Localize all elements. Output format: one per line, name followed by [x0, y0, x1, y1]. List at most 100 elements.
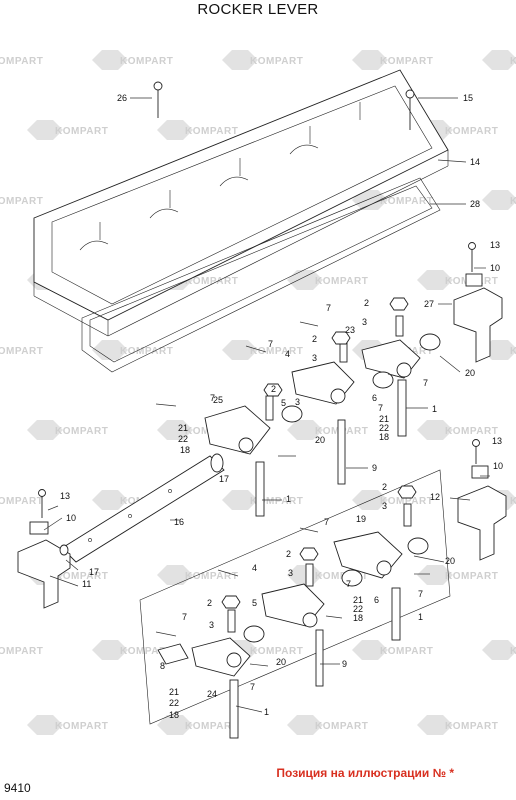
- watermark-logo: KOMPART: [417, 565, 498, 585]
- callout-22-d: 22: [169, 698, 179, 708]
- callout-24: 24: [207, 689, 217, 699]
- callout-2-e: 2: [286, 549, 291, 559]
- callout-3-c: 3: [295, 397, 300, 407]
- callout-8: 8: [160, 661, 165, 671]
- callout-18-b: 18: [180, 445, 190, 455]
- svg-text:KOMPART: KOMPART: [445, 426, 498, 437]
- watermark-logo: KOMPART: [352, 490, 433, 510]
- leader-lines: [43, 97, 490, 713]
- svg-text:KOMPART: KOMPART: [315, 571, 368, 582]
- callout-21-c: 21: [353, 595, 363, 605]
- callout-4-upper: 4: [285, 349, 290, 359]
- callout-9-lower: 9: [342, 659, 347, 669]
- callout-21-d: 21: [169, 687, 179, 697]
- watermark-logo: KOMPART: [27, 120, 108, 140]
- callout-13-upper: 13: [490, 240, 500, 250]
- callout-labels: 26 15 14 28 13 10 27 2 3 7 23 2 7 4 3 20…: [60, 93, 503, 720]
- callout-21-b: 21: [178, 423, 188, 433]
- watermark-logo: KOMPART: [287, 270, 368, 290]
- watermark-logo: KOMPART: [0, 646, 43, 657]
- watermark-logo: KOMPART: [482, 190, 516, 210]
- callout-6-a: 6: [372, 393, 377, 403]
- callout-1-d: 1: [264, 707, 269, 717]
- svg-text:KOMPART: KOMPART: [510, 496, 516, 507]
- watermark-logo: KOMPART: [287, 565, 368, 585]
- svg-text:KOMPART: KOMPART: [250, 56, 303, 67]
- watermark-logo: KOMPART: [222, 340, 303, 360]
- watermark-logo: KOMPART: [352, 640, 433, 660]
- svg-text:KOMPART: KOMPART: [445, 571, 498, 582]
- watermark-logo: KOMPART: [417, 420, 498, 440]
- callout-1-c: 1: [418, 612, 423, 622]
- callout-7-g: 7: [346, 579, 351, 589]
- svg-text:KOMPART: KOMPART: [55, 721, 108, 732]
- callout-17-left: 17: [89, 567, 99, 577]
- callout-7-e: 7: [378, 403, 383, 413]
- callout-3-b: 3: [312, 353, 317, 363]
- callout-4-lower: 4: [252, 563, 257, 573]
- illustration-note: Позиция на иллюстрации № *: [276, 766, 454, 780]
- watermark-logo: KOMPART: [482, 640, 516, 660]
- watermark-logo: KOMPART: [417, 270, 498, 290]
- svg-text:KOMPART: KOMPART: [185, 126, 238, 137]
- callout-7-a: 7: [326, 303, 331, 313]
- callout-20-c: 20: [445, 556, 455, 566]
- callout-7-d: 7: [210, 393, 215, 403]
- svg-text:KOMPART: KOMPART: [510, 346, 516, 357]
- svg-text:KOMPART: KOMPART: [120, 346, 173, 357]
- svg-text:KOMPART: KOMPART: [185, 721, 238, 732]
- svg-text:KOMPART: KOMPART: [120, 646, 173, 657]
- svg-text:KOMPART: KOMPART: [380, 196, 433, 207]
- svg-text:KOMPART: KOMPART: [120, 56, 173, 67]
- callout-20-b: 20: [315, 435, 325, 445]
- svg-text:KOMPART: KOMPART: [55, 571, 108, 582]
- callout-21-a: 21: [379, 414, 389, 424]
- watermark-logo: KOMPART: [417, 715, 498, 735]
- svg-text:KOMPART: KOMPART: [380, 56, 433, 67]
- callout-5: 5: [281, 398, 286, 408]
- svg-text:KOMPART: KOMPART: [250, 346, 303, 357]
- watermark-logo: KOMPART: [352, 50, 433, 70]
- watermark-logo: KOMPART: [482, 50, 516, 70]
- svg-text:KOMPART: KOMPART: [55, 426, 108, 437]
- svg-text:KOMPART: KOMPART: [0, 346, 43, 357]
- callout-20-a: 20: [465, 368, 475, 378]
- watermark-logo: KOMPART: [92, 640, 173, 660]
- callout-7-c: 7: [423, 378, 428, 388]
- callout-22-b: 22: [178, 434, 188, 444]
- callout-2-d: 2: [382, 482, 387, 492]
- svg-text:KOMPART: KOMPART: [380, 646, 433, 657]
- watermark-logo: KOMPART: [222, 490, 303, 510]
- callout-2-b: 2: [312, 334, 317, 344]
- watermark-logo: KOMPART: [287, 715, 368, 735]
- watermark-logo: KOMPART: [157, 120, 238, 140]
- callout-19: 19: [356, 514, 366, 524]
- watermark-logo: KOMPART: [92, 340, 173, 360]
- callout-1-a: 1: [432, 404, 437, 414]
- illustration-code: 9410: [4, 781, 31, 795]
- callout-5-lower: 5: [252, 598, 257, 608]
- callout-15: 15: [463, 93, 473, 103]
- callout-22-a: 22: [379, 423, 389, 433]
- callout-9-upper: 9: [372, 463, 377, 473]
- svg-text:KOMPART: KOMPART: [55, 126, 108, 137]
- callout-22-c: 22: [353, 604, 363, 614]
- callout-2-c: 2: [271, 384, 276, 394]
- svg-text:KOMPART: KOMPART: [315, 276, 368, 287]
- rocker-cover: [33, 69, 449, 337]
- callout-10-right: 10: [493, 461, 503, 471]
- watermark-logo: KOMPART: [0, 346, 43, 357]
- callout-14: 14: [470, 157, 480, 167]
- callout-18-a: 18: [379, 432, 389, 442]
- callout-3-f: 3: [209, 620, 214, 630]
- svg-text:KOMPART: KOMPART: [445, 721, 498, 732]
- callout-26: 26: [117, 93, 127, 103]
- callout-2-a: 2: [364, 298, 369, 308]
- callout-7-i: 7: [182, 612, 187, 622]
- callout-1-b: 1: [286, 494, 291, 504]
- svg-text:KOMPART: KOMPART: [185, 276, 238, 287]
- callout-18-d: 18: [169, 710, 179, 720]
- svg-text:KOMPART: KOMPART: [250, 646, 303, 657]
- left-support-assembly: [17, 489, 71, 609]
